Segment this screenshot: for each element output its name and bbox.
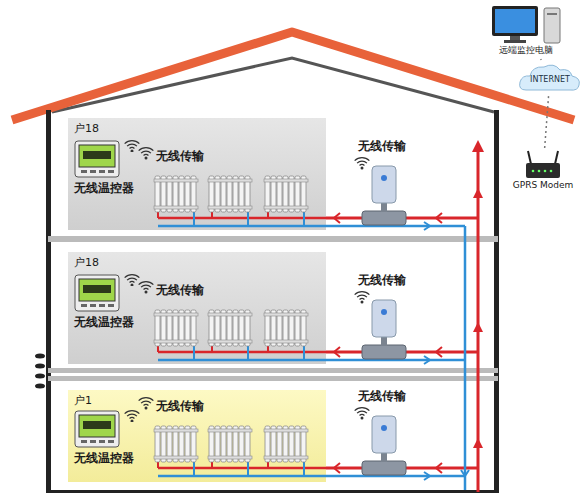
valve-actuator [362,300,406,359]
wireless-label: 无线传输 [156,398,204,415]
valve-actuator [362,166,406,225]
thermostat-icon [74,274,120,312]
node-text: 无线温控器 [74,314,150,331]
household-panel: 户1 无线传输无线温控器 [68,390,326,482]
thermostat-icon [74,410,120,448]
monitor-computer: 远端监控电脑 [470,4,582,57]
node-text: 无线温控器 [74,450,150,467]
radiator [208,426,252,462]
wireless-label: 无线传输 [358,388,406,405]
node-text: 户18 [74,121,99,136]
household-panel: 户18 无线传输无线温控器 [68,252,326,364]
wireless-link [540,59,542,60]
wireless-thermostat: 无线温控器 [74,140,150,197]
node-text: GPRS Modem [504,180,582,190]
radiator [208,176,252,212]
node-text: 户18 [74,255,99,270]
modem-icon [523,150,563,180]
wireless-symbol [124,408,140,422]
internet-cloud: INTERNET [518,62,582,92]
wireless-thermostat: 无线温控器 [74,410,150,467]
node-text: 无线温控器 [74,180,150,197]
valve-actuator [362,416,406,475]
node-text: 户1 [74,393,92,408]
radiator [154,176,198,212]
wireless-thermostat: 无线温控器 [74,274,150,331]
radiator [264,176,308,212]
radiator [264,310,308,346]
gprs-modem: GPRS Modem [504,150,582,190]
wireless-label: 无线传输 [156,148,204,165]
node-text: 远端监控电脑 [470,44,582,57]
radiator [154,426,198,462]
node-text: INTERNET [518,62,582,84]
radiator [154,310,198,346]
radiator [208,310,252,346]
household-panel: 户18 无线传输无线温控器 [68,118,326,230]
wireless-label: 无线传输 [358,272,406,289]
wireless-label: 无线传输 [156,282,204,299]
wireless-label: 无线传输 [358,138,406,155]
computer-icon [488,4,568,44]
wireless-link [545,94,549,148]
thermostat-icon [74,140,120,178]
wireless-symbol [124,138,140,152]
wireless-symbol [124,272,140,286]
radiator [264,426,308,462]
